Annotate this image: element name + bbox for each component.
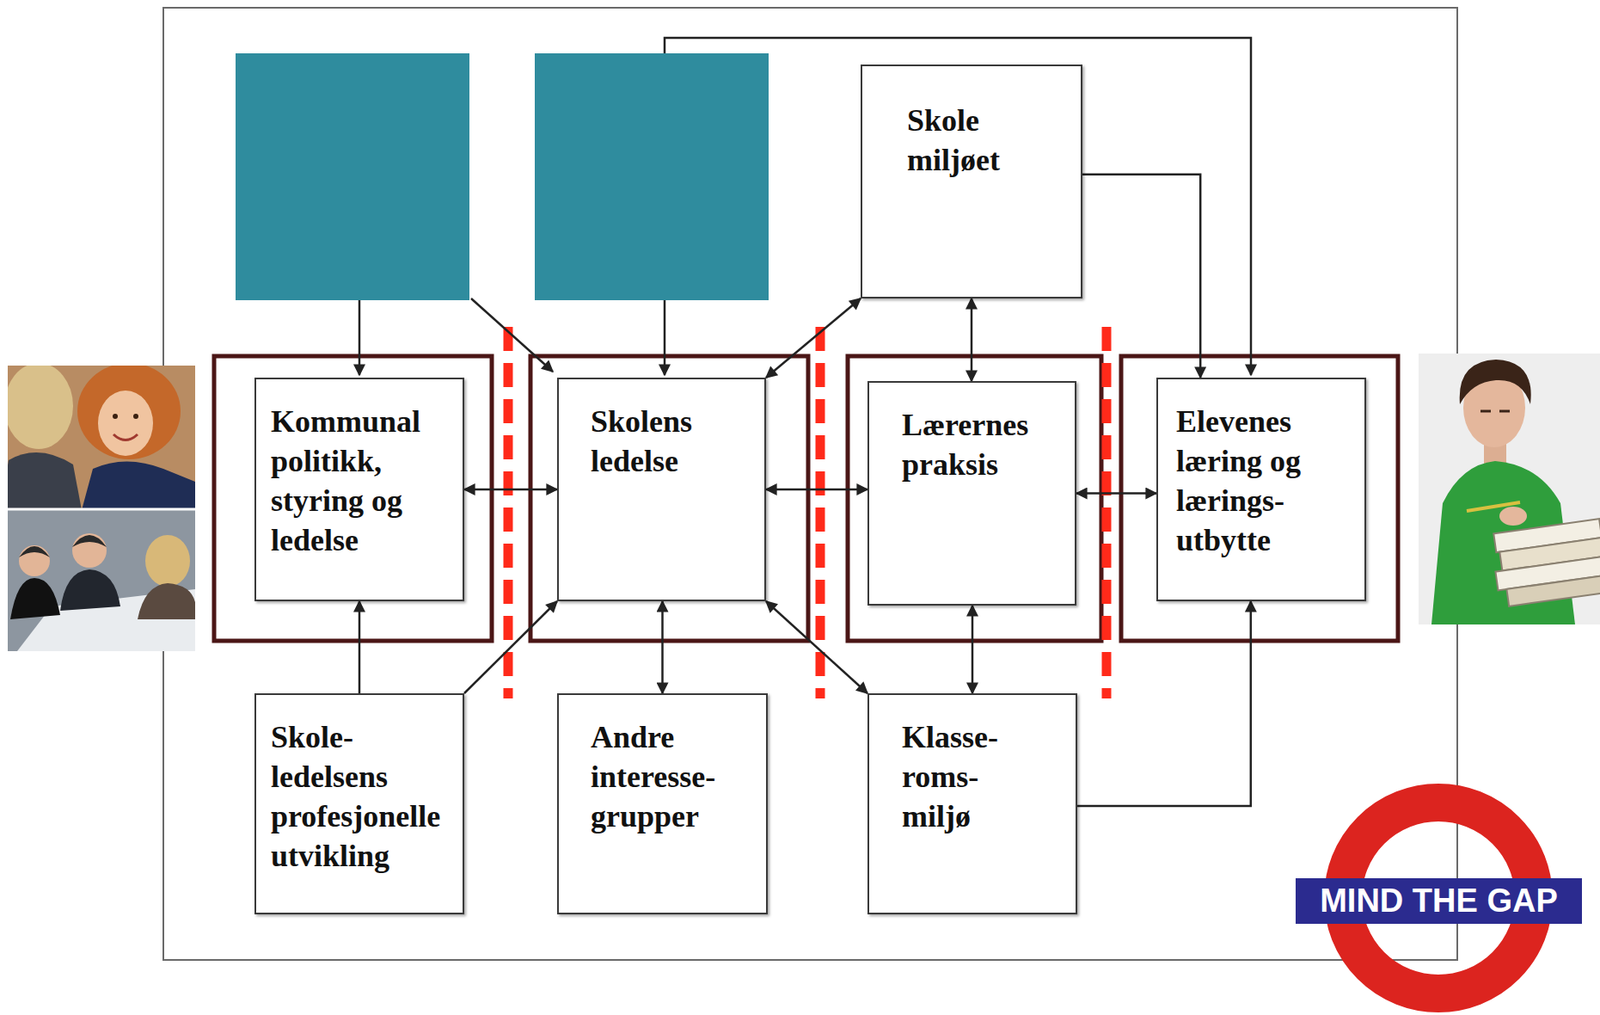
group-frame	[530, 355, 809, 641]
group-frame	[1121, 355, 1398, 641]
group-frame	[214, 355, 492, 641]
photo-hair	[77, 365, 181, 460]
photo-meeting	[7, 365, 196, 651]
photo-ground	[7, 509, 196, 651]
box-label: Kommunal politikk, styring og ledelse	[270, 401, 458, 560]
connector-arrow	[766, 600, 868, 693]
connector-arrow	[766, 488, 868, 491]
photo-face	[18, 545, 50, 577]
box-label: Elevenes læring og lærings- utbytte	[1176, 401, 1360, 560]
photo-smile	[113, 434, 138, 441]
influence-arrow	[358, 300, 362, 375]
photo-body	[10, 577, 61, 620]
outer-frame	[163, 7, 1458, 960]
connector-arrow	[1076, 491, 1157, 495]
photo-face	[98, 390, 154, 456]
logo-text: MIND THE GAP	[1295, 877, 1582, 924]
box-label: Skole- ledelsens profesjonelle utvikling	[270, 717, 458, 876]
photo-hair	[145, 534, 191, 587]
photo-face	[72, 533, 107, 568]
box-label: Skolens ledelse	[590, 401, 760, 481]
group-frame	[847, 355, 1102, 641]
connector-arrow	[464, 600, 558, 693]
photo-body	[137, 582, 196, 620]
photo-hair	[18, 545, 50, 558]
influence-arrow	[471, 298, 553, 372]
connector-arrow	[358, 600, 362, 693]
box-label: Andre interesse- grupper	[590, 717, 761, 836]
photo-body	[81, 461, 196, 511]
process-box: Kommunal politikk, styring og ledelse	[254, 377, 465, 601]
connector-arrow	[970, 298, 974, 381]
connector-arrow	[661, 600, 664, 693]
logo-bar	[1295, 877, 1582, 924]
connector-arrow	[766, 298, 861, 378]
photo-body	[60, 569, 121, 611]
photo-hair	[1459, 359, 1532, 405]
process-box: Andre interesse- grupper	[557, 692, 768, 914]
connector-arrow	[971, 605, 975, 693]
photo-hair	[7, 365, 74, 449]
box-label: Lærernes praksis	[901, 404, 1070, 485]
photo-eye	[133, 413, 139, 419]
process-box: Skole- ledelsens profesjonelle utvikling	[254, 692, 465, 914]
process-box: Klasse- roms- miljø	[867, 692, 1078, 914]
photo-body	[7, 452, 82, 510]
process-box: Skolens ledelse	[557, 377, 767, 601]
photo-eye	[112, 413, 118, 419]
photo-hand	[1499, 506, 1527, 526]
photo-eyes	[1480, 410, 1510, 413]
influence-arrow	[663, 300, 667, 375]
gap-dash	[503, 326, 514, 699]
box-label: Skole miljøet	[907, 100, 1037, 180]
photo-book	[1506, 575, 1600, 607]
gap-dash	[815, 326, 826, 699]
photo-pencil	[1466, 502, 1521, 511]
box-label: Klasse- roms- miljø	[901, 717, 1040, 836]
connector-arrow	[464, 488, 558, 491]
connector-arrow	[1077, 600, 1251, 806]
photo-student	[1418, 353, 1600, 625]
process-box: Elevenes læring og lærings- utbytte	[1156, 377, 1367, 601]
process-box: Lærernes praksis	[867, 380, 1077, 606]
photo-divider	[7, 508, 196, 511]
teal-block	[534, 53, 769, 301]
photo-hair	[72, 534, 107, 547]
process-box: Skole miljøet	[860, 64, 1083, 299]
influence-arrow	[664, 37, 1251, 375]
teal-block	[235, 53, 470, 301]
gap-dash	[1102, 326, 1112, 699]
photo-books	[1489, 518, 1600, 607]
connector-arrow	[1082, 174, 1201, 378]
